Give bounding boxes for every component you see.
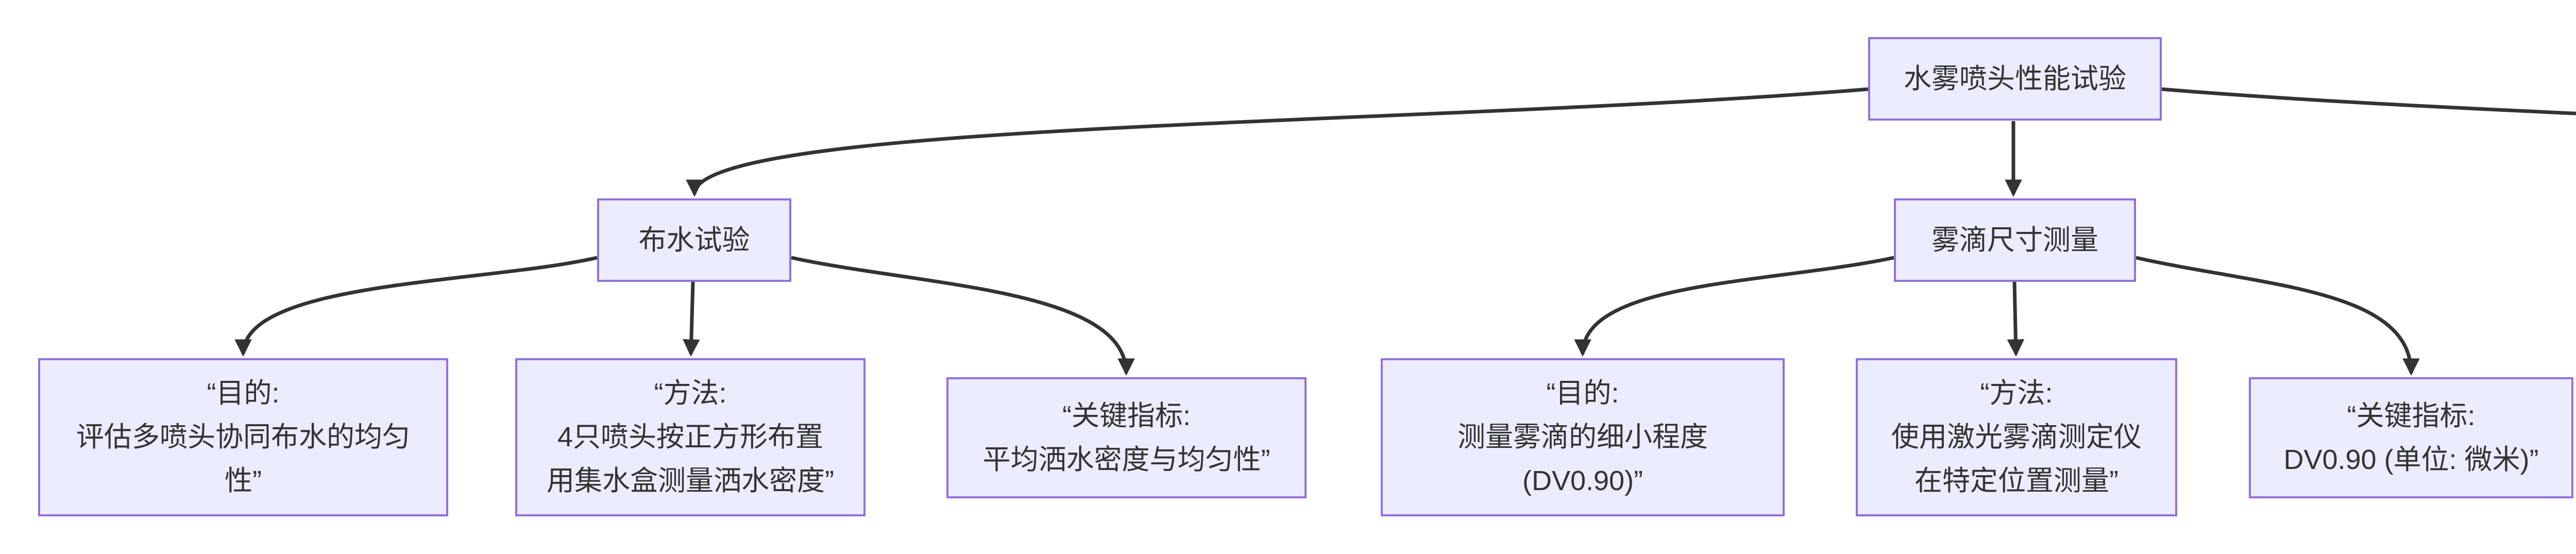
edge-branch-0-to-leaf-1	[683, 281, 700, 357]
node-label: “方法: 使用激光雾滴测定仪 在特定位置测量”	[1891, 378, 2142, 496]
node-leaf-key-metric-droplet-size: “关键指标: DV0.90 (单位: 微米)”	[2249, 377, 2573, 498]
node-leaf-method-droplet-size: “方法: 使用激光雾滴测定仪 在特定位置测量”	[1856, 358, 2177, 516]
edge-root-to-branch-2	[2161, 87, 2576, 115]
node-label: “目的: 测量雾滴的细小程度 (DV0.90)”	[1458, 378, 1708, 496]
node-leaf-purpose-water-distribution: “目的: 评估多喷头协同布水的均匀 性”	[38, 358, 448, 516]
node-branch-droplet-size-measurement: 雾滴尺寸测量	[1894, 198, 2136, 282]
edge-root-to-branch-0	[686, 87, 1869, 197]
node-leaf-purpose-droplet-size: “目的: 测量雾滴的细小程度 (DV0.90)”	[1381, 358, 1785, 516]
edge-branch-0-to-leaf-0	[234, 256, 598, 357]
edge-branch-1-to-leaf-3	[1574, 256, 1894, 357]
node-leaf-key-metric-water-distribution: “关键指标: 平均洒水密度与均匀性”	[946, 377, 1307, 498]
node-label: 布水试验	[638, 224, 750, 256]
node-branch-water-distribution-test: 布水试验	[597, 198, 791, 282]
node-label: “方法: 4只喷头按正方形布置 用集水盒测量洒水密度”	[547, 378, 834, 496]
node-label: “目的: 评估多喷头协同布水的均匀 性”	[76, 378, 410, 496]
node-label: “关键指标: DV0.90 (单位: 微米)”	[2283, 400, 2539, 475]
node-leaf-method-water-distribution: “方法: 4只喷头按正方形布置 用集水盒测量洒水密度”	[515, 358, 866, 516]
edge-branch-1-to-leaf-4	[2007, 281, 2025, 357]
node-label: “关键指标: 平均洒水密度与均匀性”	[982, 400, 1270, 475]
edge-branch-0-to-leaf-2	[791, 256, 1135, 376]
edge-branch-1-to-leaf-5	[2136, 256, 2420, 376]
node-label: 水雾喷头性能试验	[1904, 63, 2126, 94]
node-root-performance-test: 水雾喷头性能试验	[1868, 37, 2162, 121]
node-label: 雾滴尺寸测量	[1931, 224, 2098, 256]
